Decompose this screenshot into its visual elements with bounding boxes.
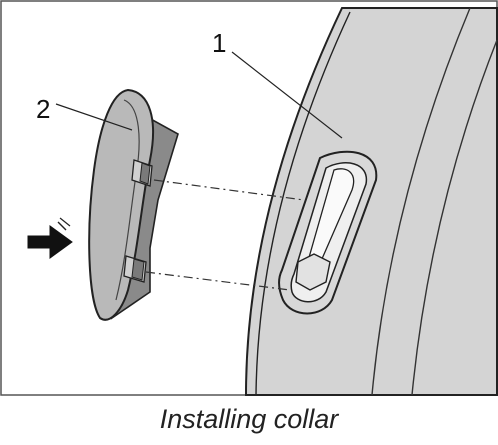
panel-crease-line-2 (411, 39, 498, 396)
panel (244, 7, 498, 396)
callout-1-leader (231, 51, 343, 139)
panel-crease-line (371, 7, 471, 396)
slot-latch-tab (295, 253, 331, 291)
collar-clip-lower (123, 255, 147, 283)
alignment-line-upper (153, 179, 305, 201)
panel-slot (278, 150, 378, 315)
collar-body (88, 88, 154, 321)
callout-2: 2 (36, 94, 133, 131)
alignment-line-lower (145, 271, 291, 291)
callout-2-label: 2 (36, 94, 50, 124)
callout-2-leader (55, 103, 133, 131)
callout-1: 1 (212, 28, 343, 139)
callout-1-label: 1 (212, 28, 226, 58)
collar (88, 88, 179, 321)
panel-edge-line (255, 11, 351, 396)
install-direction-arrow-icon (27, 217, 73, 259)
collar-clip-upper (131, 159, 153, 187)
panel-body (244, 7, 498, 396)
figure-caption: Installing collar (159, 404, 339, 434)
